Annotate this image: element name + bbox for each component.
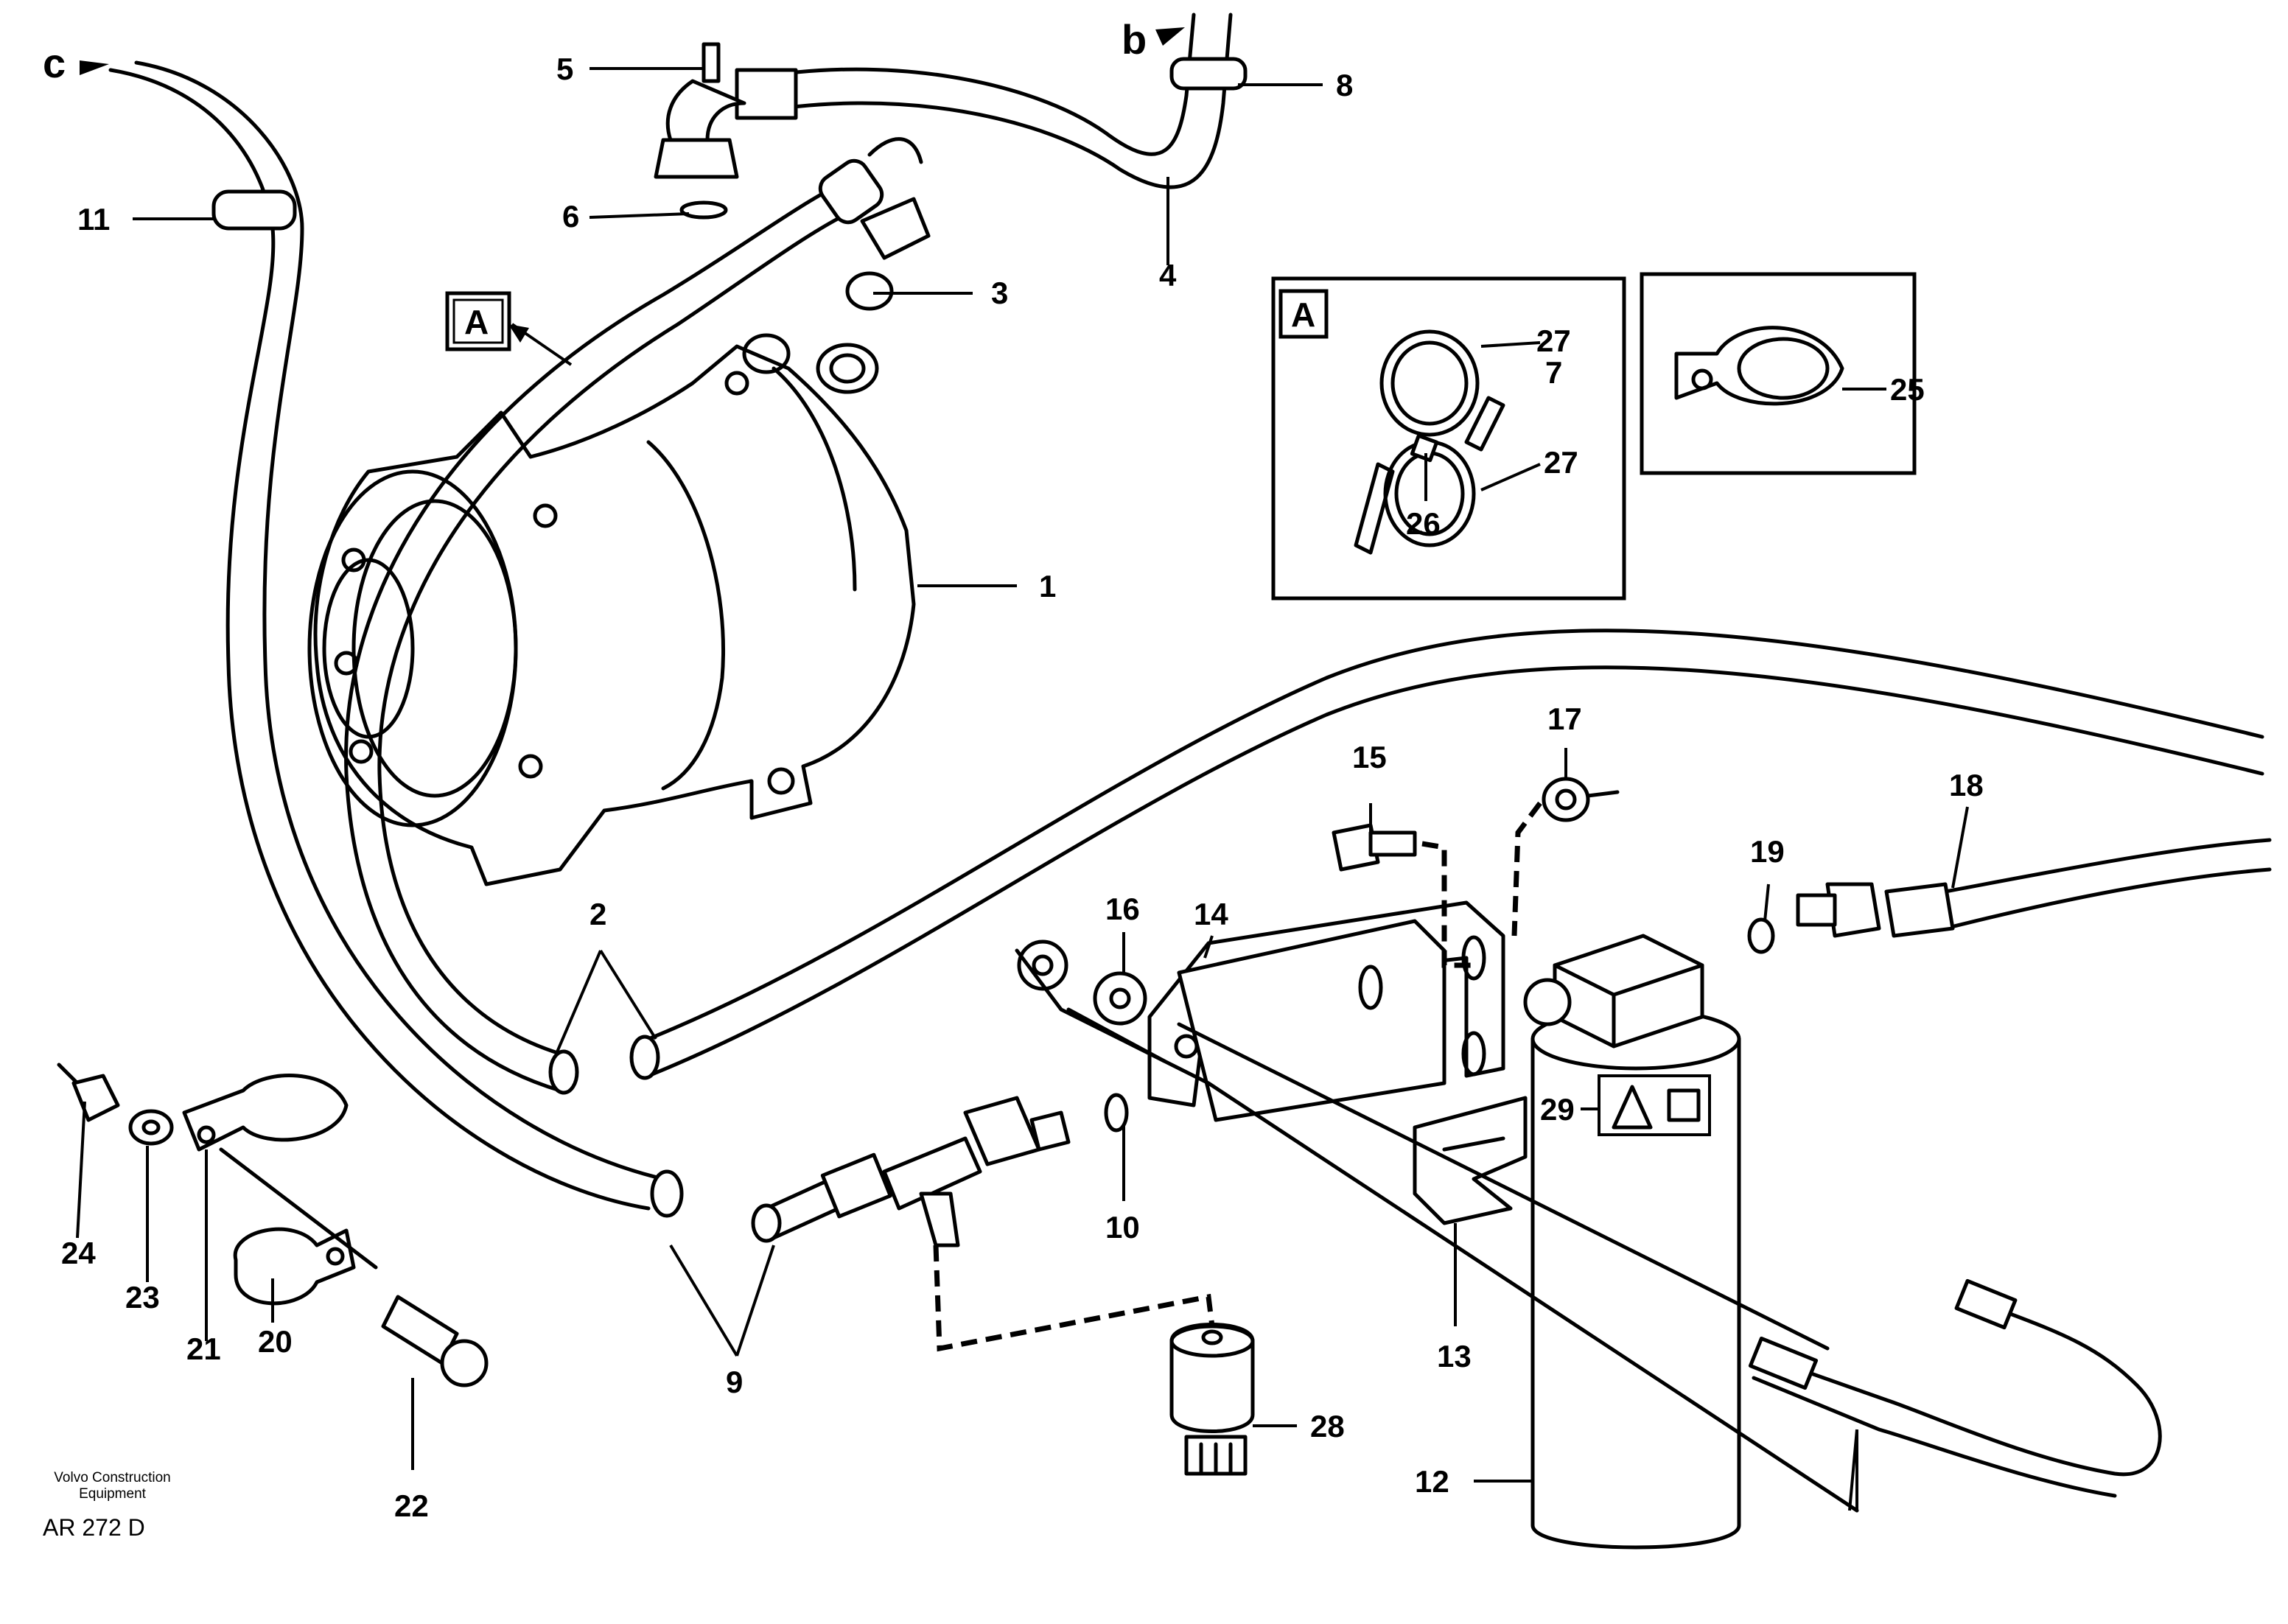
clamp-assembly-axis [219,1147,378,1270]
warning-label-29 [1598,1074,1711,1136]
callout-2: 2 [590,897,606,931]
flow-ref-b: b [1122,16,1147,63]
o-ring-3 [845,271,894,311]
callout-19: 19 [1750,834,1785,869]
nut-17-path [1511,801,1542,937]
callout-28: 28 [1310,1409,1345,1443]
bolt-15 [1332,823,1417,872]
detail-a-box [1271,276,1626,601]
callout-22: 22 [394,1488,429,1523]
callout-13: 13 [1437,1339,1472,1373]
u-bolt [1748,1278,2162,1498]
callout-6: 6 [562,199,579,234]
callout-18: 18 [1949,768,1984,802]
detail-ref-a: A [1291,295,1315,334]
callout-24: 24 [61,1236,96,1270]
drawing-code: AR 272 D [43,1514,145,1541]
receiver-dryer-12 [1523,934,1741,1550]
company-line-1: Volvo Construction [54,1470,171,1485]
detail-25-box [1640,272,1917,475]
hose-18 [1747,838,2272,954]
hose-11 [108,60,684,1218]
callout-5: 5 [556,52,573,86]
callout-20: 20 [258,1324,293,1359]
callout-25: 25 [1890,372,1925,407]
bracket-14 [1147,900,1505,1122]
callout-9: 9 [726,1365,743,1399]
leader-lines [76,67,1969,1511]
view-ref-a: A [464,303,489,341]
callout-3: 3 [991,276,1008,310]
switch-path [933,1245,1215,1352]
hose-2 [344,137,2264,1095]
view-a-marker [445,291,573,366]
callout-27a: 27 [1536,323,1571,358]
callout-27b: 27 [1544,445,1578,480]
hose-4 [654,13,1248,220]
callout-17: 17 [1547,701,1582,736]
hose-11-grommet [211,189,297,231]
callout-16: 16 [1105,892,1140,926]
callout-12: 12 [1415,1464,1449,1499]
callout-4: 4 [1159,258,1177,293]
hose-4-grommet [1169,57,1248,91]
callout-21: 21 [186,1331,221,1366]
callout-1: 1 [1039,569,1056,603]
bracket-13 [1413,1096,1528,1225]
nut-16 [1017,939,1147,1026]
compressor [307,333,916,886]
callouts: 1 2 3 4 5 6 7 8 9 10 11 12 13 14 15 16 1… [61,52,1984,1523]
company-line-2: Equipment [79,1486,146,1502]
hose-9-fitting [751,1093,1129,1247]
callout-29: 29 [1540,1092,1575,1127]
callout-10: 10 [1105,1210,1140,1245]
nut-17 [1542,777,1620,822]
callout-8: 8 [1336,68,1353,102]
callout-14: 14 [1194,897,1228,931]
callout-23: 23 [125,1280,160,1315]
mount-line-2 [1066,1007,1166,1063]
callout-15: 15 [1352,740,1387,774]
flow-arrow-b [1155,27,1185,46]
mount-line-3 [1177,1022,1830,1351]
callout-26: 26 [1406,506,1441,541]
bolt-15-path [1421,841,1474,968]
callout-11: 11 [77,202,110,237]
callout-7: 7 [1545,355,1562,390]
clamp-assembly [57,1063,489,1387]
flow-ref-c: c [43,40,66,86]
pressure-switch-28 [1169,1323,1255,1476]
flow-arrow-c [80,60,109,75]
company-name: Volvo Construction Equipment [37,1470,188,1502]
o-ring-10 [1104,1093,1129,1133]
